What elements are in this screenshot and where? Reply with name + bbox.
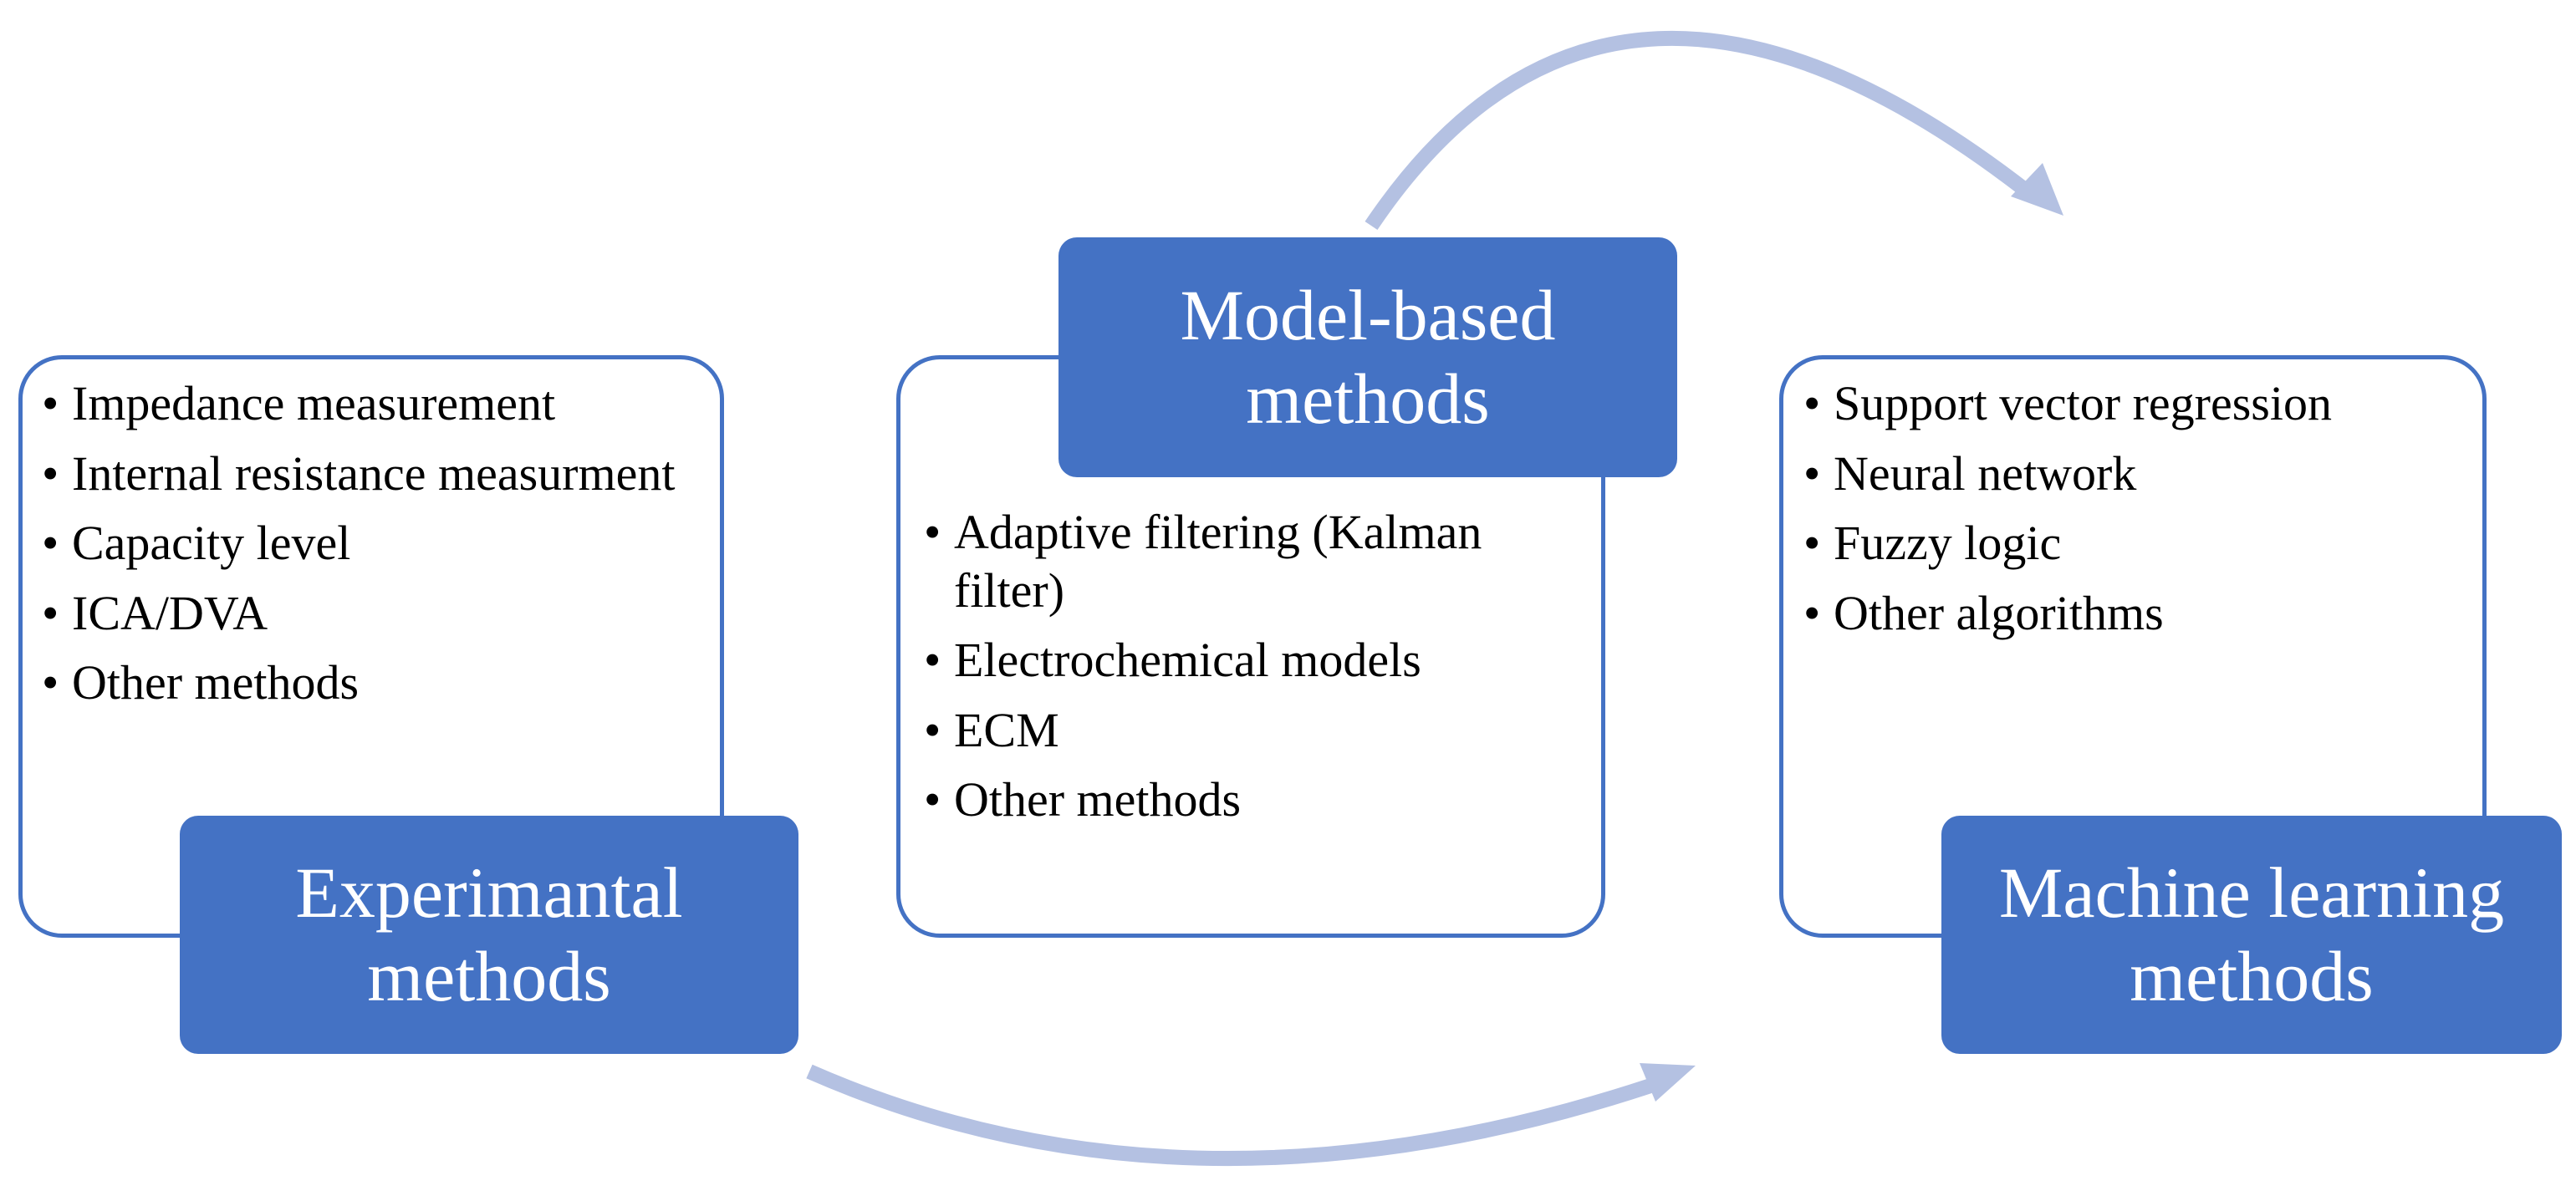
list-item: Other methods bbox=[42, 654, 694, 712]
arrow-model-to-ml bbox=[1365, 30, 2038, 231]
arrow-model-to-ml-head bbox=[2011, 163, 2063, 216]
title-line: Experimantal bbox=[295, 852, 683, 933]
list-item: Impedance measurement bbox=[42, 374, 694, 433]
machine-learning-methods-title: Machine learning methods bbox=[1941, 816, 2562, 1054]
arrow-exp-to-model-head bbox=[1640, 1063, 1696, 1102]
list-item: Internal resistance measurment bbox=[42, 445, 694, 503]
list-item: Fuzzy logic bbox=[1803, 514, 2464, 573]
experimental-methods-title: Experimantal methods bbox=[180, 816, 798, 1054]
model-based-methods-title: Model-based methods bbox=[1058, 237, 1677, 477]
list-item: Other algorithms bbox=[1803, 584, 2464, 643]
list-item: Other methods bbox=[924, 771, 1584, 829]
title-line: Machine learning bbox=[1998, 852, 2505, 933]
model-based-methods-list: Adaptive filtering (Kalman filter) Elect… bbox=[924, 503, 1584, 841]
list-item: Neural network bbox=[1803, 445, 2464, 503]
list-item: Support vector regression bbox=[1803, 374, 2464, 433]
list-item: ECM bbox=[924, 701, 1584, 760]
title-line: methods bbox=[1246, 358, 1490, 439]
list-item: Adaptive filtering (Kalman filter) bbox=[924, 503, 1584, 619]
title-line: methods bbox=[2130, 935, 2374, 1016]
experimental-methods-list: Impedance measurement Internal resistanc… bbox=[42, 374, 694, 724]
title-line: Model-based bbox=[1180, 274, 1556, 355]
machine-learning-methods-list: Support vector regression Neural network… bbox=[1803, 374, 2464, 654]
arrow-exp-to-model bbox=[806, 1064, 1671, 1167]
list-item: ICA/DVA bbox=[42, 584, 694, 643]
list-item: Electrochemical models bbox=[924, 631, 1584, 690]
list-item: Capacity level bbox=[42, 514, 694, 573]
title-line: methods bbox=[367, 935, 611, 1016]
